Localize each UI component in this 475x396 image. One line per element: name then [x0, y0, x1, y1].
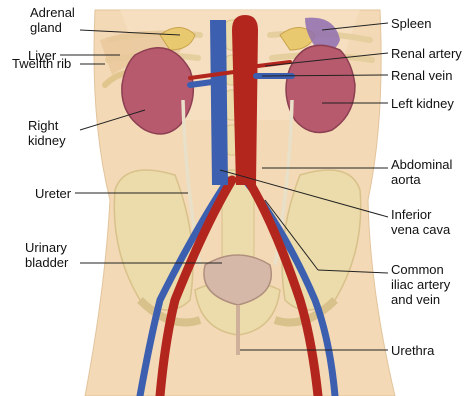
label-spleen: Spleen [391, 16, 431, 31]
label-ureter: Ureter [35, 186, 71, 201]
label-twelfth-rib: Twelfth rib [12, 56, 71, 71]
label-left-kidney: Left kidney [391, 96, 454, 111]
left-kidney [286, 45, 355, 132]
abdominal-aorta [232, 15, 258, 185]
label-renal-artery: Renal artery [391, 46, 462, 61]
label-renal-vein: Renal vein [391, 68, 452, 83]
label-urethra: Urethra [391, 343, 434, 358]
inferior-vena-cava [210, 20, 228, 185]
